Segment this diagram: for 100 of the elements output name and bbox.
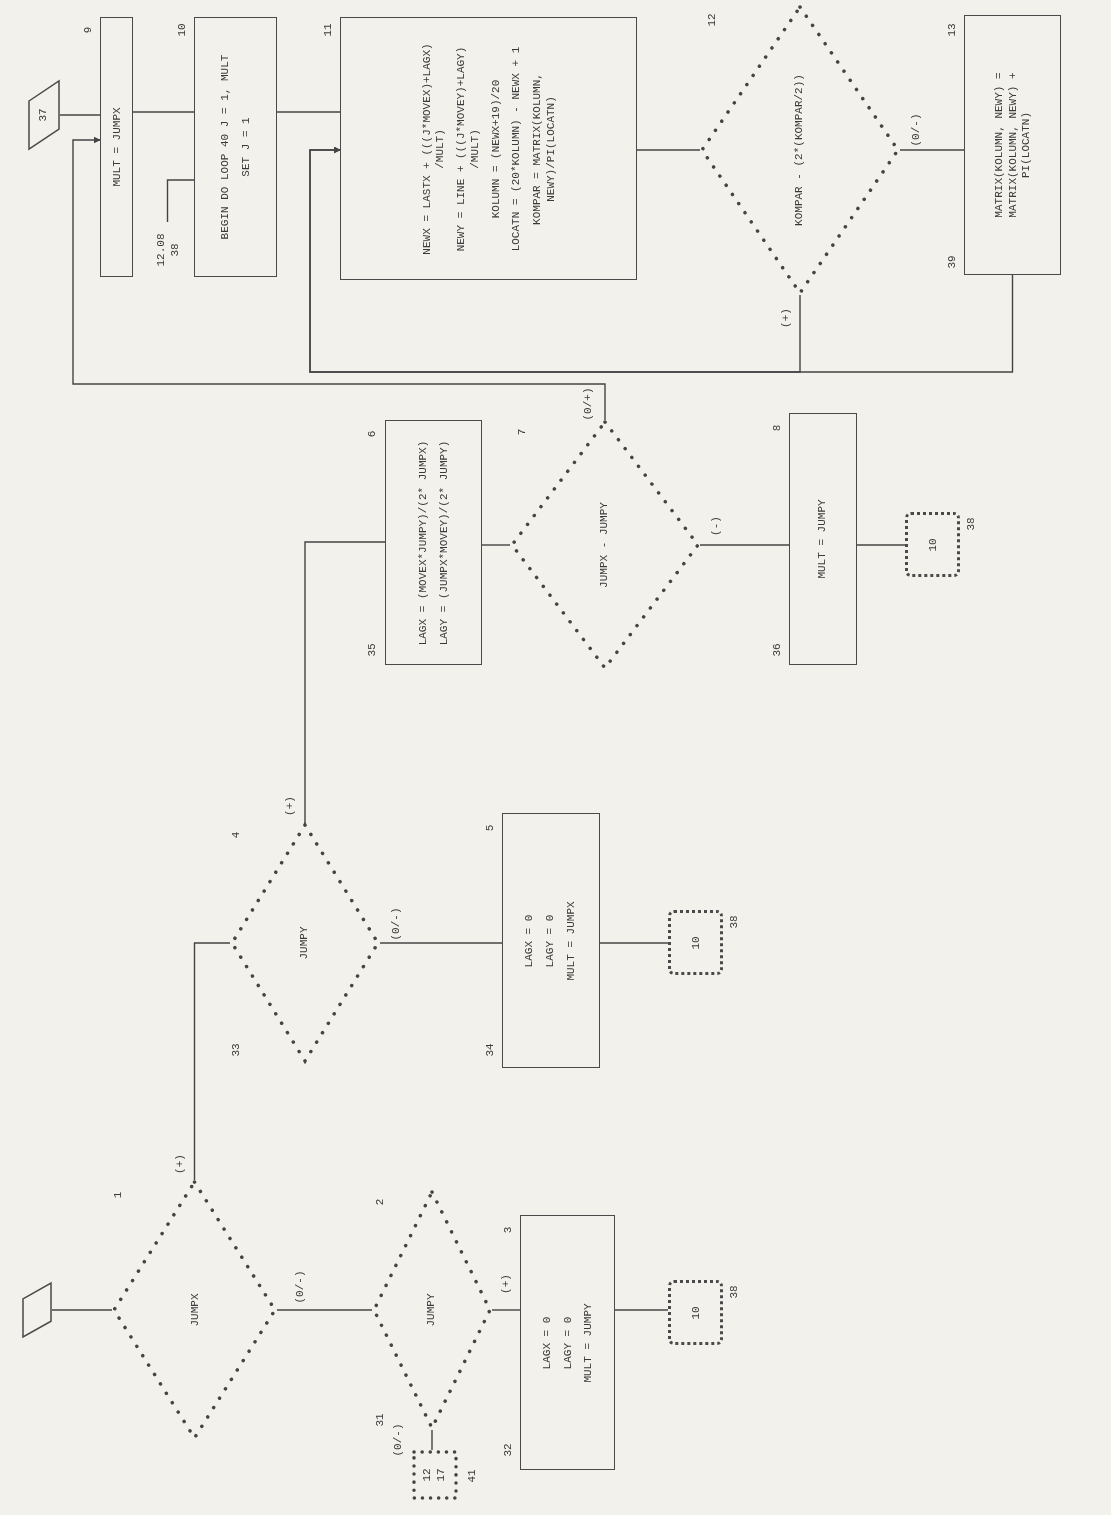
branch-label: (+): [499, 1274, 513, 1294]
statement-text: KOLUMN = (NEWX+19)/20: [488, 79, 502, 218]
process-box: [789, 413, 857, 665]
process-box: [100, 17, 133, 277]
page-connector: [668, 910, 723, 975]
block-number: 33: [229, 1043, 243, 1057]
block-number: 9: [81, 26, 95, 34]
condition-text: JUMPY: [425, 1293, 439, 1327]
reference-text: 38: [167, 242, 181, 257]
block-number: 36: [770, 643, 784, 657]
block-number: 38: [727, 1285, 741, 1299]
block-number: 3: [501, 1226, 515, 1234]
process-box: [340, 17, 637, 280]
flow-line: [193, 942, 231, 1181]
statement-text: BEGIN DO LOOP 40 J = 1, MULT: [218, 54, 232, 240]
statement-text: MULT = JUMPY: [581, 1302, 595, 1383]
flow-arrow: [72, 136, 606, 421]
flow-line: [491, 1309, 521, 1311]
process-box: [385, 420, 482, 665]
block-number: 2: [373, 1198, 387, 1206]
flow-line: [166, 179, 195, 223]
block-number: 1: [111, 1191, 125, 1199]
statement-text: MULT = JUMPY: [816, 499, 830, 579]
block-number: 6: [365, 430, 379, 438]
connector-number: 37: [37, 108, 51, 122]
block-number: 39: [945, 255, 959, 269]
branch-label: (0/+): [581, 387, 595, 421]
statement-text: LAGY = (JUMPX*MOVEY)/(2* JUMPY): [437, 440, 450, 645]
connector-number: 10: [925, 537, 939, 552]
statement-text: MULT = JUMPX: [564, 900, 578, 981]
block-number: 38: [964, 517, 978, 531]
statement-text: MULT = JUMPX: [109, 107, 123, 187]
condition-text: JUMPX: [187, 1293, 201, 1327]
process-box: [502, 813, 600, 1068]
block-number: 35: [365, 643, 379, 657]
flow-line: [276, 111, 341, 113]
flow-line: [481, 544, 511, 546]
decision-diamond: [112, 1180, 277, 1440]
statement-text: LAGY = 0: [544, 914, 558, 967]
flow-line: [614, 1309, 669, 1311]
flow-line: [599, 942, 669, 944]
branch-label: (+): [283, 796, 297, 816]
block-number: 31: [373, 1413, 387, 1427]
page-connector: [668, 1280, 723, 1345]
offpage-connector: [28, 80, 60, 150]
process-box: [520, 1215, 615, 1470]
statement-text: NEWY = LINE + (((J*MOVEY)+LAGY) /MULT): [454, 45, 481, 253]
branch-label: (0/-): [293, 1270, 307, 1304]
branch-label: (+): [173, 1154, 187, 1174]
statement-text: LAGX = 0: [539, 1316, 553, 1369]
block-number: 5: [483, 824, 497, 832]
statement-text: LAGX = (MOVEX*JUMPY)/(2* JUMPX): [416, 440, 430, 645]
block-number: 7: [515, 428, 529, 436]
block-number: 8: [770, 424, 784, 432]
condition-text: JUMPX - JUMPY: [598, 502, 612, 588]
connector-number: 10: [688, 1305, 702, 1320]
decision-diamond: [700, 5, 900, 295]
flow-line: [431, 1429, 433, 1451]
block-number: 4: [229, 831, 243, 839]
reference-text: 12.08: [153, 233, 167, 266]
connector-number: 17: [435, 1468, 448, 1482]
branch-label: (0/-): [909, 113, 923, 147]
flow-line: [856, 544, 906, 546]
statement-text: LAGX = 0: [523, 914, 537, 967]
process-box: [964, 15, 1061, 275]
block-number: 10: [175, 23, 189, 37]
flow-line: [59, 114, 101, 116]
block-number: 32: [501, 1443, 515, 1457]
decision-diamond: [230, 823, 380, 1063]
block-number: 12: [705, 13, 719, 27]
statement-text: LOCATN = (20*KOLUMN) - NEWX + 1: [509, 46, 523, 251]
flow-line: [899, 149, 965, 151]
flow-line: [636, 149, 701, 151]
offpage-connector: [22, 1282, 52, 1338]
flow-arrow: [309, 146, 1014, 373]
connector-number: 10: [688, 935, 702, 950]
block-number: 41: [465, 1469, 479, 1483]
block-number: 38: [727, 915, 741, 929]
branch-label: (0/-): [391, 1423, 405, 1457]
block-number: 13: [945, 23, 959, 37]
exit-connector: [412, 1450, 458, 1500]
flow-line: [276, 1309, 373, 1311]
statement-text: MATRIX(KOLUMN, NEWY) = MATRIX(KOLUMN, NEWY) + PI(LOCATN): [991, 71, 1033, 220]
page-connector: [905, 512, 960, 577]
flow-line: [379, 942, 503, 944]
statement-text: NEWX = LASTX + (((J*MOVEX)+LAGX) /MULT): [419, 41, 447, 257]
flow-line: [304, 541, 386, 824]
branch-label: (0/-): [389, 907, 403, 941]
branch-label: (-): [709, 516, 723, 536]
statement-text: LAGY = 0: [560, 1316, 574, 1369]
statement-text: SET J = 1: [239, 117, 252, 177]
block-number: 34: [483, 1043, 497, 1057]
condition-text: JUMPY: [298, 926, 312, 960]
statement-text: KOMPAR = MATRIX(KOLUMN, NEWY)/PI(LOCATN): [530, 71, 557, 227]
condition-text: KOMPAR - (2*(KOMPAR/2)): [793, 74, 807, 226]
decision-diamond: [510, 420, 700, 670]
flow-line: [699, 544, 790, 546]
process-box: [194, 17, 277, 277]
flow-line: [51, 1309, 113, 1311]
block-number: 11: [321, 23, 335, 37]
